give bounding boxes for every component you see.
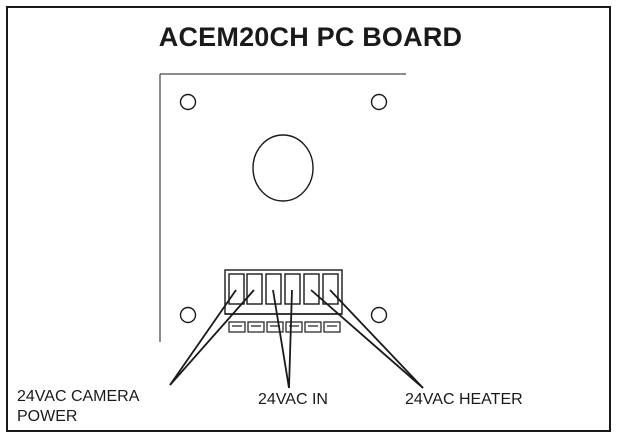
terminal-4 — [284, 273, 301, 305]
solder-pad-1 — [228, 321, 246, 333]
mounting-hole-bottom-right — [370, 306, 388, 324]
mounting-hole-top-left — [179, 93, 197, 111]
terminal-5 — [303, 273, 320, 305]
terminal-2 — [246, 273, 263, 305]
label-24vac-heater: 24VAC HEATER — [405, 391, 523, 408]
solder-pad-3 — [266, 321, 284, 333]
solder-pad-5 — [304, 321, 322, 333]
terminal-1 — [228, 273, 245, 305]
terminal-3 — [265, 273, 282, 305]
leader-lines-heater — [310, 289, 424, 389]
label-camera-power-line2: POWER — [17, 408, 78, 425]
solder-pad-2 — [247, 321, 265, 333]
diagram-title: ACEM20CH PC BOARD — [158, 22, 463, 52]
label-camera-power-line1: 24VAC CAMERA — [17, 388, 140, 405]
pc-board-outline — [159, 73, 406, 342]
leader-lines-camera-power — [169, 289, 255, 386]
terminal-block — [224, 269, 343, 315]
solder-pad-6 — [323, 321, 341, 333]
solder-pad-4 — [285, 321, 303, 333]
leader-lines-vac-in — [272, 289, 293, 389]
mounting-hole-top-right — [370, 93, 388, 111]
diagram-frame — [6, 6, 611, 432]
solder-pads — [228, 321, 341, 333]
terminal-6 — [322, 273, 339, 305]
center-hole — [252, 134, 314, 202]
label-24vac-in: 24VAC IN — [258, 391, 328, 408]
label-camera-power: 24VAC CAMERA POWER — [17, 387, 139, 427]
mounting-hole-bottom-left — [179, 306, 197, 324]
